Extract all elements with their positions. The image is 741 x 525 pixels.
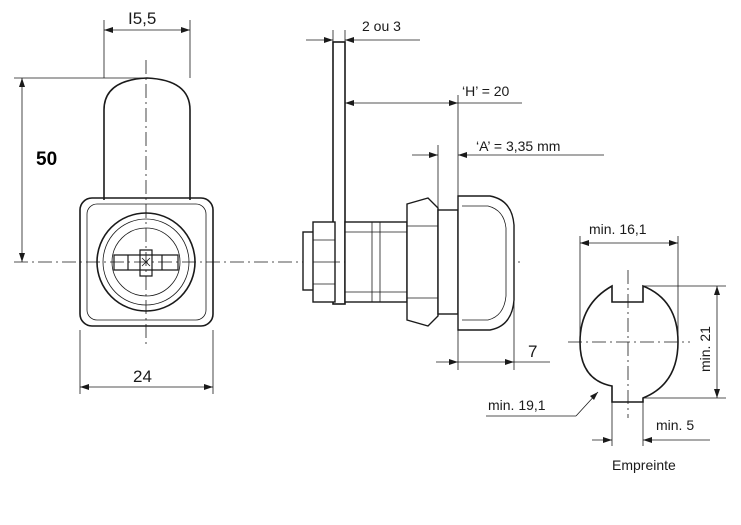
side-view: 2 ou 3 ‘H’ = 20 ‘A’ = 3,35 mm 7 (302, 18, 604, 370)
dim-cam-thickness: 2 ou 3 (362, 18, 401, 34)
dim-min-16-1: min. 16,1 (589, 221, 647, 237)
dim-h-value: ‘H’ = 20 (462, 83, 510, 99)
cutout-caption: Empreinte (612, 457, 676, 473)
lock-barrel-side (344, 221, 408, 303)
lock-barrel-top (103, 77, 191, 200)
cutout-view: min. 16,1 min. 21 min. 19,1 min. 5 Empre… (486, 221, 726, 473)
dim-min-19-1: min. 19,1 (488, 397, 546, 413)
dim-width-bottom: 24 (133, 367, 152, 386)
dim-min-21: min. 21 (697, 326, 713, 372)
dim-a-value: ‘A’ = 3,35 mm (476, 138, 560, 154)
washer (437, 209, 459, 315)
key-slot-icon (113, 249, 179, 277)
cutout-profile (579, 284, 679, 403)
dim-seven: 7 (528, 342, 537, 361)
front-view: I5,5 50 24 (14, 9, 214, 394)
hex-nut (406, 197, 439, 327)
dim-height: 50 (36, 149, 57, 170)
dim-min-5: min. 5 (656, 417, 694, 433)
cam-plate (332, 41, 346, 305)
dim-width-top: I5,5 (128, 9, 156, 28)
